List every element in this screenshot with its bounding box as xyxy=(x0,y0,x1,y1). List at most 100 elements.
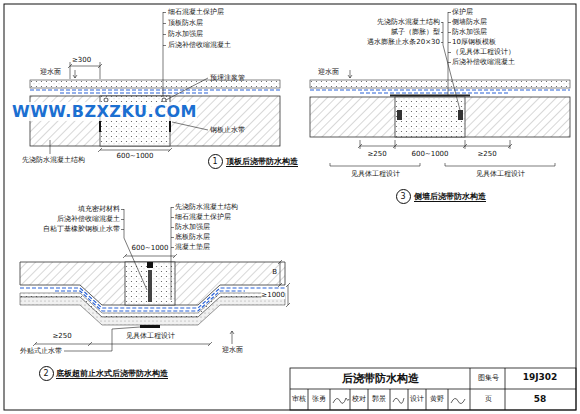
leader-line xyxy=(121,229,124,230)
title-block xyxy=(368,389,369,410)
sheet-title: 后浇带防水构造 xyxy=(342,372,419,385)
part-label: 外贴式止水带 xyxy=(20,347,62,356)
title-block-cell: 校对 xyxy=(352,395,366,404)
dimension: ≥250 xyxy=(477,150,496,159)
bottom-slab-detail xyxy=(125,262,175,305)
title-block-cell: 张勇 xyxy=(312,395,326,404)
bottom-slab-detail xyxy=(140,325,160,328)
leader-line xyxy=(445,163,555,166)
side-wall-detail xyxy=(395,97,465,137)
note: 见具体工程设计 xyxy=(476,170,525,178)
dimension: B xyxy=(272,268,277,276)
title-block xyxy=(470,368,471,410)
leader-line xyxy=(441,22,443,23)
title-block-cell: 审核 xyxy=(292,395,306,403)
bottom-slab-detail xyxy=(147,262,153,268)
dimension: 600~1000 xyxy=(411,150,448,158)
part-label: 先浇防水混凝土结构 xyxy=(22,156,85,165)
leader-line xyxy=(443,22,444,45)
title-block xyxy=(330,389,331,410)
roof-slab-detail xyxy=(30,89,280,90)
leader-line xyxy=(50,140,51,154)
part-label: 腻子（膨胀）型 xyxy=(391,28,440,36)
dimension: ≥1000 xyxy=(261,291,285,299)
leader-line xyxy=(100,150,170,151)
part-label: 先浇防水混凝土结构 xyxy=(377,18,440,27)
dimension: ≥300 xyxy=(72,56,91,64)
bottom-slab-detail xyxy=(20,297,285,325)
note: （见具体工程设计） xyxy=(452,48,515,57)
note: 见具体工程设计 xyxy=(126,332,175,340)
leader-line xyxy=(100,62,101,79)
leader-line xyxy=(171,207,174,208)
part-label: 细石混凝土保护层 xyxy=(175,213,231,221)
leader-line xyxy=(171,227,174,228)
leader-line xyxy=(123,254,127,258)
title-block xyxy=(290,368,576,410)
side-wall-detail xyxy=(310,80,570,88)
note: 见具体工程设计 xyxy=(476,170,525,179)
part-label: 预埋注浆管 xyxy=(210,74,245,83)
leader-line xyxy=(448,52,451,53)
title-block xyxy=(350,389,351,410)
side-label: 迎水面 xyxy=(40,68,61,76)
part-label: 混凝土垫层 xyxy=(175,243,210,251)
leader-line xyxy=(70,62,71,79)
leader-line xyxy=(360,140,361,149)
leader-line xyxy=(208,342,212,346)
side-label: 迎水面 xyxy=(40,68,61,77)
dimension: ≥250 xyxy=(52,332,71,341)
title-block-cell: 黄野 xyxy=(430,395,444,403)
leader-line xyxy=(33,207,290,351)
leader-line xyxy=(330,12,555,166)
part-label: 填充密封材料 xyxy=(78,205,120,214)
leader-line xyxy=(448,32,451,33)
leader-line xyxy=(163,45,166,46)
part-label: 后浇补偿收缩混凝土 xyxy=(168,41,231,49)
detail-caption: 侧墙后浇带防水构造 xyxy=(414,192,486,202)
part-label: 细石混凝土保护层 xyxy=(168,8,224,16)
leader-line xyxy=(448,12,451,13)
side-label: 迎水面 xyxy=(318,68,339,77)
callout-number: 3 xyxy=(400,192,405,201)
dimension: 600~1000 xyxy=(131,244,168,253)
part-label: 保护层 xyxy=(452,8,473,17)
sheet-frame xyxy=(4,4,576,410)
part-label: 后浇补偿收缩混凝土 xyxy=(452,58,515,67)
title-block xyxy=(308,389,309,410)
leader-line xyxy=(278,283,282,287)
leader-line xyxy=(168,148,172,152)
dimension: 600~1000 xyxy=(411,150,448,159)
part-label: 先浇防水混凝土结构 xyxy=(175,203,238,211)
part-label: 腻子（膨胀）型 xyxy=(391,28,440,37)
leader-line xyxy=(173,254,177,258)
leader-line xyxy=(330,163,420,166)
leader-line xyxy=(441,42,443,43)
part-label: 顶板防水层 xyxy=(168,19,203,27)
dimension: 600~1000 xyxy=(116,152,153,161)
part-label: 底板防水层 xyxy=(175,233,210,241)
title-block-cell: 郭景 xyxy=(372,395,386,404)
signature xyxy=(393,398,404,403)
detail-caption: 侧墙后浇带防水构造 xyxy=(414,192,486,202)
leader-line xyxy=(348,75,352,78)
title-block-cell: 图集号 xyxy=(478,374,499,383)
part-label: 先浇防水混凝土结构 xyxy=(22,156,85,164)
side-wall-detail xyxy=(390,95,470,97)
part-label: 10厚钢板模板 xyxy=(452,38,496,47)
roof-slab-detail xyxy=(60,92,210,93)
leader-line xyxy=(448,12,449,95)
leader-line xyxy=(172,122,208,130)
watermark: WWW.BZXZKU.COM xyxy=(12,103,197,121)
title-block-cell: 58 xyxy=(534,395,547,405)
title-block-cell: 校对 xyxy=(352,395,366,403)
title-block-cell: 19J302 xyxy=(523,373,558,383)
leader-line xyxy=(125,256,175,257)
dimension: B xyxy=(272,268,277,277)
part-label: 后浇补偿收缩混凝土 xyxy=(57,215,120,223)
part-label: 后浇补偿收缩混凝土 xyxy=(57,215,120,224)
side-wall-detail xyxy=(360,92,510,93)
part-label: 10厚钢板模板 xyxy=(452,38,496,46)
part-label: 防水加强层 xyxy=(168,30,203,38)
sheet-title: 后浇带防水构造 xyxy=(342,372,419,385)
